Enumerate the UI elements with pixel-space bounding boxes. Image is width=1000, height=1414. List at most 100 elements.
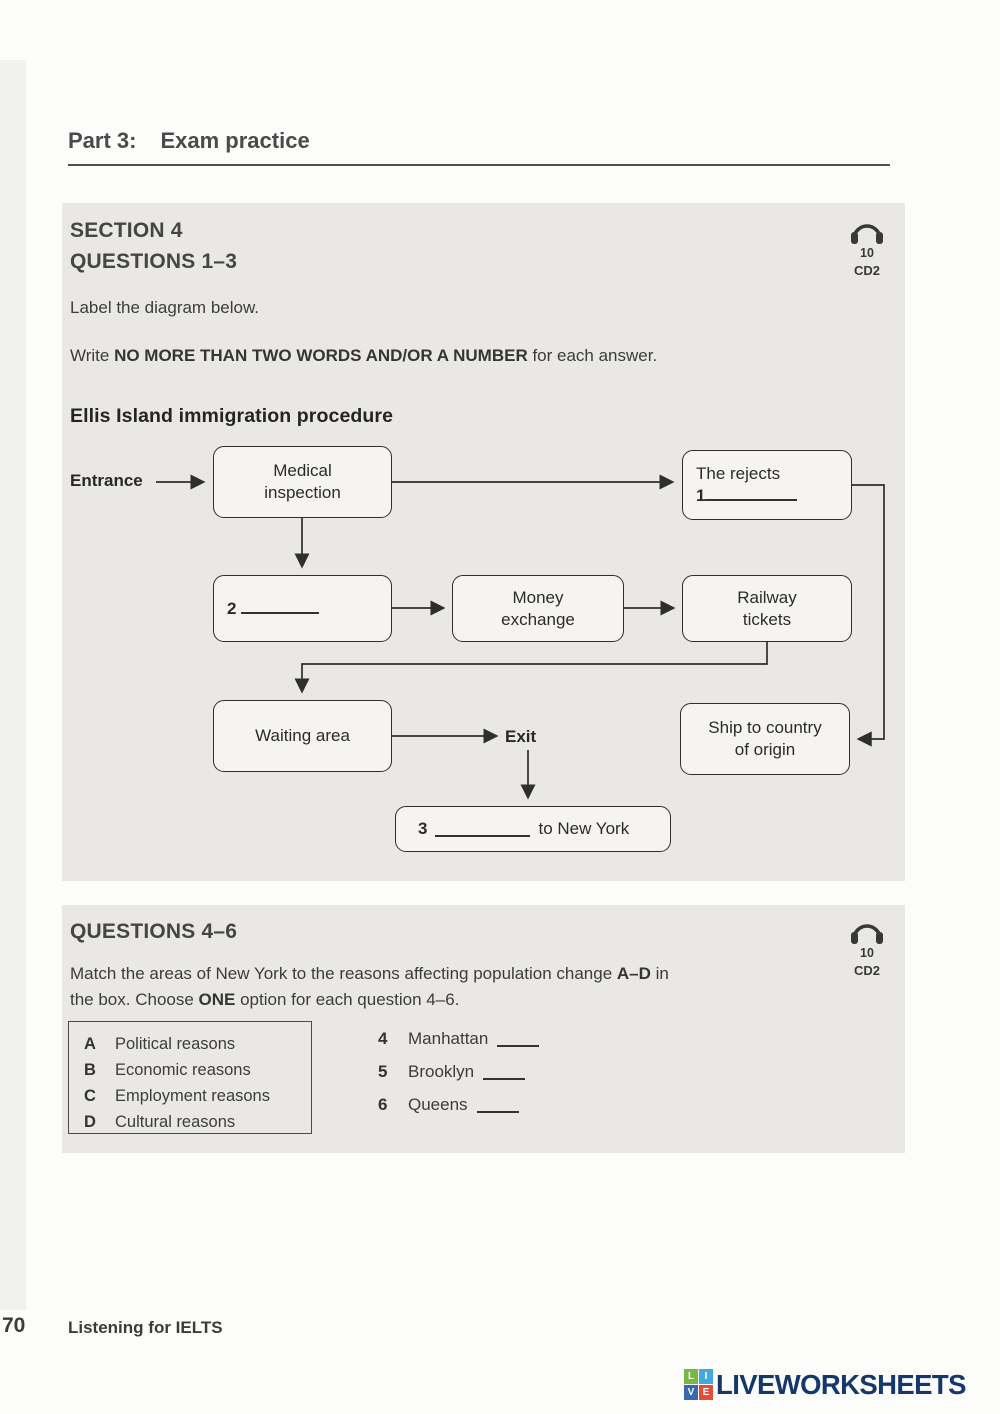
rejects-answer-line: 1 [696,485,798,507]
instruction-word-limit-bold: NO MORE THAN TWO WORDS AND/OR A NUMBER [114,346,528,365]
diagram-box-medical-inspection: Medical inspection [213,446,392,518]
match-instruction-line2-suffix: option for each question 4–6. [235,990,460,1009]
money-line1: Money [512,587,564,607]
match-items: 4 Manhattan 5 Brooklyn 6 Queens [378,1029,540,1128]
audio-track-number: 10 [860,246,874,260]
match-instruction-line1-prefix: Match the areas of New York to the reaso… [70,964,617,983]
connector-rejects-to-ship [852,484,885,747]
section4-heading-line1: SECTION 4 [70,219,183,242]
section4-heading: SECTION 4 QUESTIONS 1–3 [70,215,237,277]
liveworksheets-logo-squares: L I V E [684,1369,713,1400]
match-instruction-line1-suffix: in [650,964,669,983]
ship-line1: Ship to country [708,718,822,737]
match-instruction-line2-bold: ONE [198,990,236,1009]
logo-square-e: E [699,1385,713,1400]
part-header: Part 3: Exam practice [68,128,310,154]
answer-blank-6[interactable] [476,1098,519,1113]
question-1-number: 1 [696,486,706,505]
instruction-label-diagram: Label the diagram below. [70,298,260,317]
option-row-b: B Economic reasons [69,1057,311,1083]
questions-4-6-heading: QUESTIONS 4–6 [70,920,238,943]
ship-line2: of origin [734,740,796,759]
rejects-line1: The rejects [696,464,781,483]
connector-railway-to-waiting [294,642,768,694]
diagram-box-waiting-area: Waiting area [213,700,392,772]
logo-square-v: V [684,1385,698,1400]
option-row-c: C Employment reasons [69,1083,311,1109]
scan-edge-artifact [0,60,26,1310]
question-5-number: 5 [378,1062,388,1081]
answer-blank-3[interactable] [435,822,531,837]
part-title: Exam practice [160,128,310,153]
section4-heading-line2: QUESTIONS 1–3 [70,250,238,273]
audio-cd-label: CD2 [853,263,880,278]
liveworksheets-wordmark: LIVEWORKSHEETS [716,1369,966,1400]
option-label: Political reasons [115,1035,236,1053]
diagram-box-the-rejects: The rejects 1 [682,450,852,520]
answer-blank-1[interactable] [705,486,798,501]
q3-suffix-text: to New York [538,819,630,838]
question-2-number: 2 [227,598,237,618]
option-label: Cultural reasons [115,1113,236,1131]
options-box: A Political reasons B Economic reasons C… [68,1021,312,1134]
match-instruction-line2: the box. Choose ONE option for each ques… [70,990,459,1010]
answer-blank-5[interactable] [483,1065,526,1080]
option-letter: D [84,1113,96,1131]
section4-panel: SECTION 4 QUESTIONS 1–3 10 CD2 Label the… [62,203,905,881]
option-letter: C [84,1087,96,1105]
headphones-icon [851,924,883,944]
flow-diagram: Entrance Medical inspection The rejects … [62,443,905,881]
question-4-label: Manhattan [408,1029,489,1048]
audio-track-number: 10 [860,946,874,960]
option-label: Employment reasons [115,1087,270,1105]
q2-answer-line: 2 [227,598,320,620]
header-rule [68,164,890,166]
exit-label: Exit [505,727,537,746]
answer-blank-4[interactable] [497,1032,540,1047]
diagram-title: Ellis Island immigration procedure [70,405,394,427]
money-line2: exchange [501,609,575,629]
question-6-number: 6 [378,1095,388,1114]
entrance-label: Entrance [70,471,143,490]
headphones-icon [851,224,883,244]
medical-line1: Medical [273,461,332,480]
match-instruction-line2-prefix: the box. Choose [70,990,199,1009]
question-3-number: 3 [418,819,428,838]
medical-line2: inspection [264,483,341,502]
liveworksheets-logo: L I V E LIVEWORKSHEETS [684,1369,966,1400]
instruction-word-limit-prefix: Write [70,346,115,365]
diagram-connectors [156,474,885,800]
audio-block-questions-4-6: 10 CD2 [843,918,891,978]
match-row-brooklyn: 5 Brooklyn [378,1062,539,1082]
option-label: Economic reasons [115,1061,251,1079]
logo-square-l: L [684,1369,698,1384]
part-label: Part 3: [68,128,137,153]
option-letter: A [84,1035,96,1053]
match-instruction-line1: Match the areas of New York to the reaso… [70,964,669,984]
diagram-box-ship-to-country: Ship to country of origin [680,703,850,775]
railway-line1: Railway [737,587,797,607]
instruction-word-limit-suffix: for each answer. [527,346,658,365]
answer-blank-2[interactable] [241,599,320,614]
diagram-box-money-exchange: Money exchange [452,575,624,642]
instruction-word-limit: Write NO MORE THAN TWO WORDS AND/OR A NU… [70,346,657,366]
match-row-queens: 6 Queens [378,1095,539,1115]
audio-cd-label: CD2 [853,963,880,978]
option-row-a: A Political reasons [69,1031,311,1057]
question-6-label: Queens [408,1095,468,1114]
book-title: Listening for IELTS [68,1318,223,1337]
logo-square-i: I [699,1369,713,1384]
option-letter: B [84,1061,96,1079]
diagram-box-question-2: 2 [213,575,392,642]
question-4-number: 4 [378,1029,388,1048]
match-row-manhattan: 4 Manhattan [378,1029,540,1049]
option-row-d: D Cultural reasons [69,1109,311,1135]
waiting-line1: Waiting area [255,726,350,745]
railway-line2: tickets [742,609,792,629]
diagram-box-question-3: 3 to New York [395,806,671,852]
page-number: 70 [2,1314,26,1337]
match-instruction-line1-bold: A–D [616,964,651,983]
question-5-label: Brooklyn [408,1062,475,1081]
diagram-box-railway-tickets: Railway tickets [682,575,852,642]
questions-4-6-panel: QUESTIONS 4–6 10 CD2 Match the areas of … [62,905,905,1153]
